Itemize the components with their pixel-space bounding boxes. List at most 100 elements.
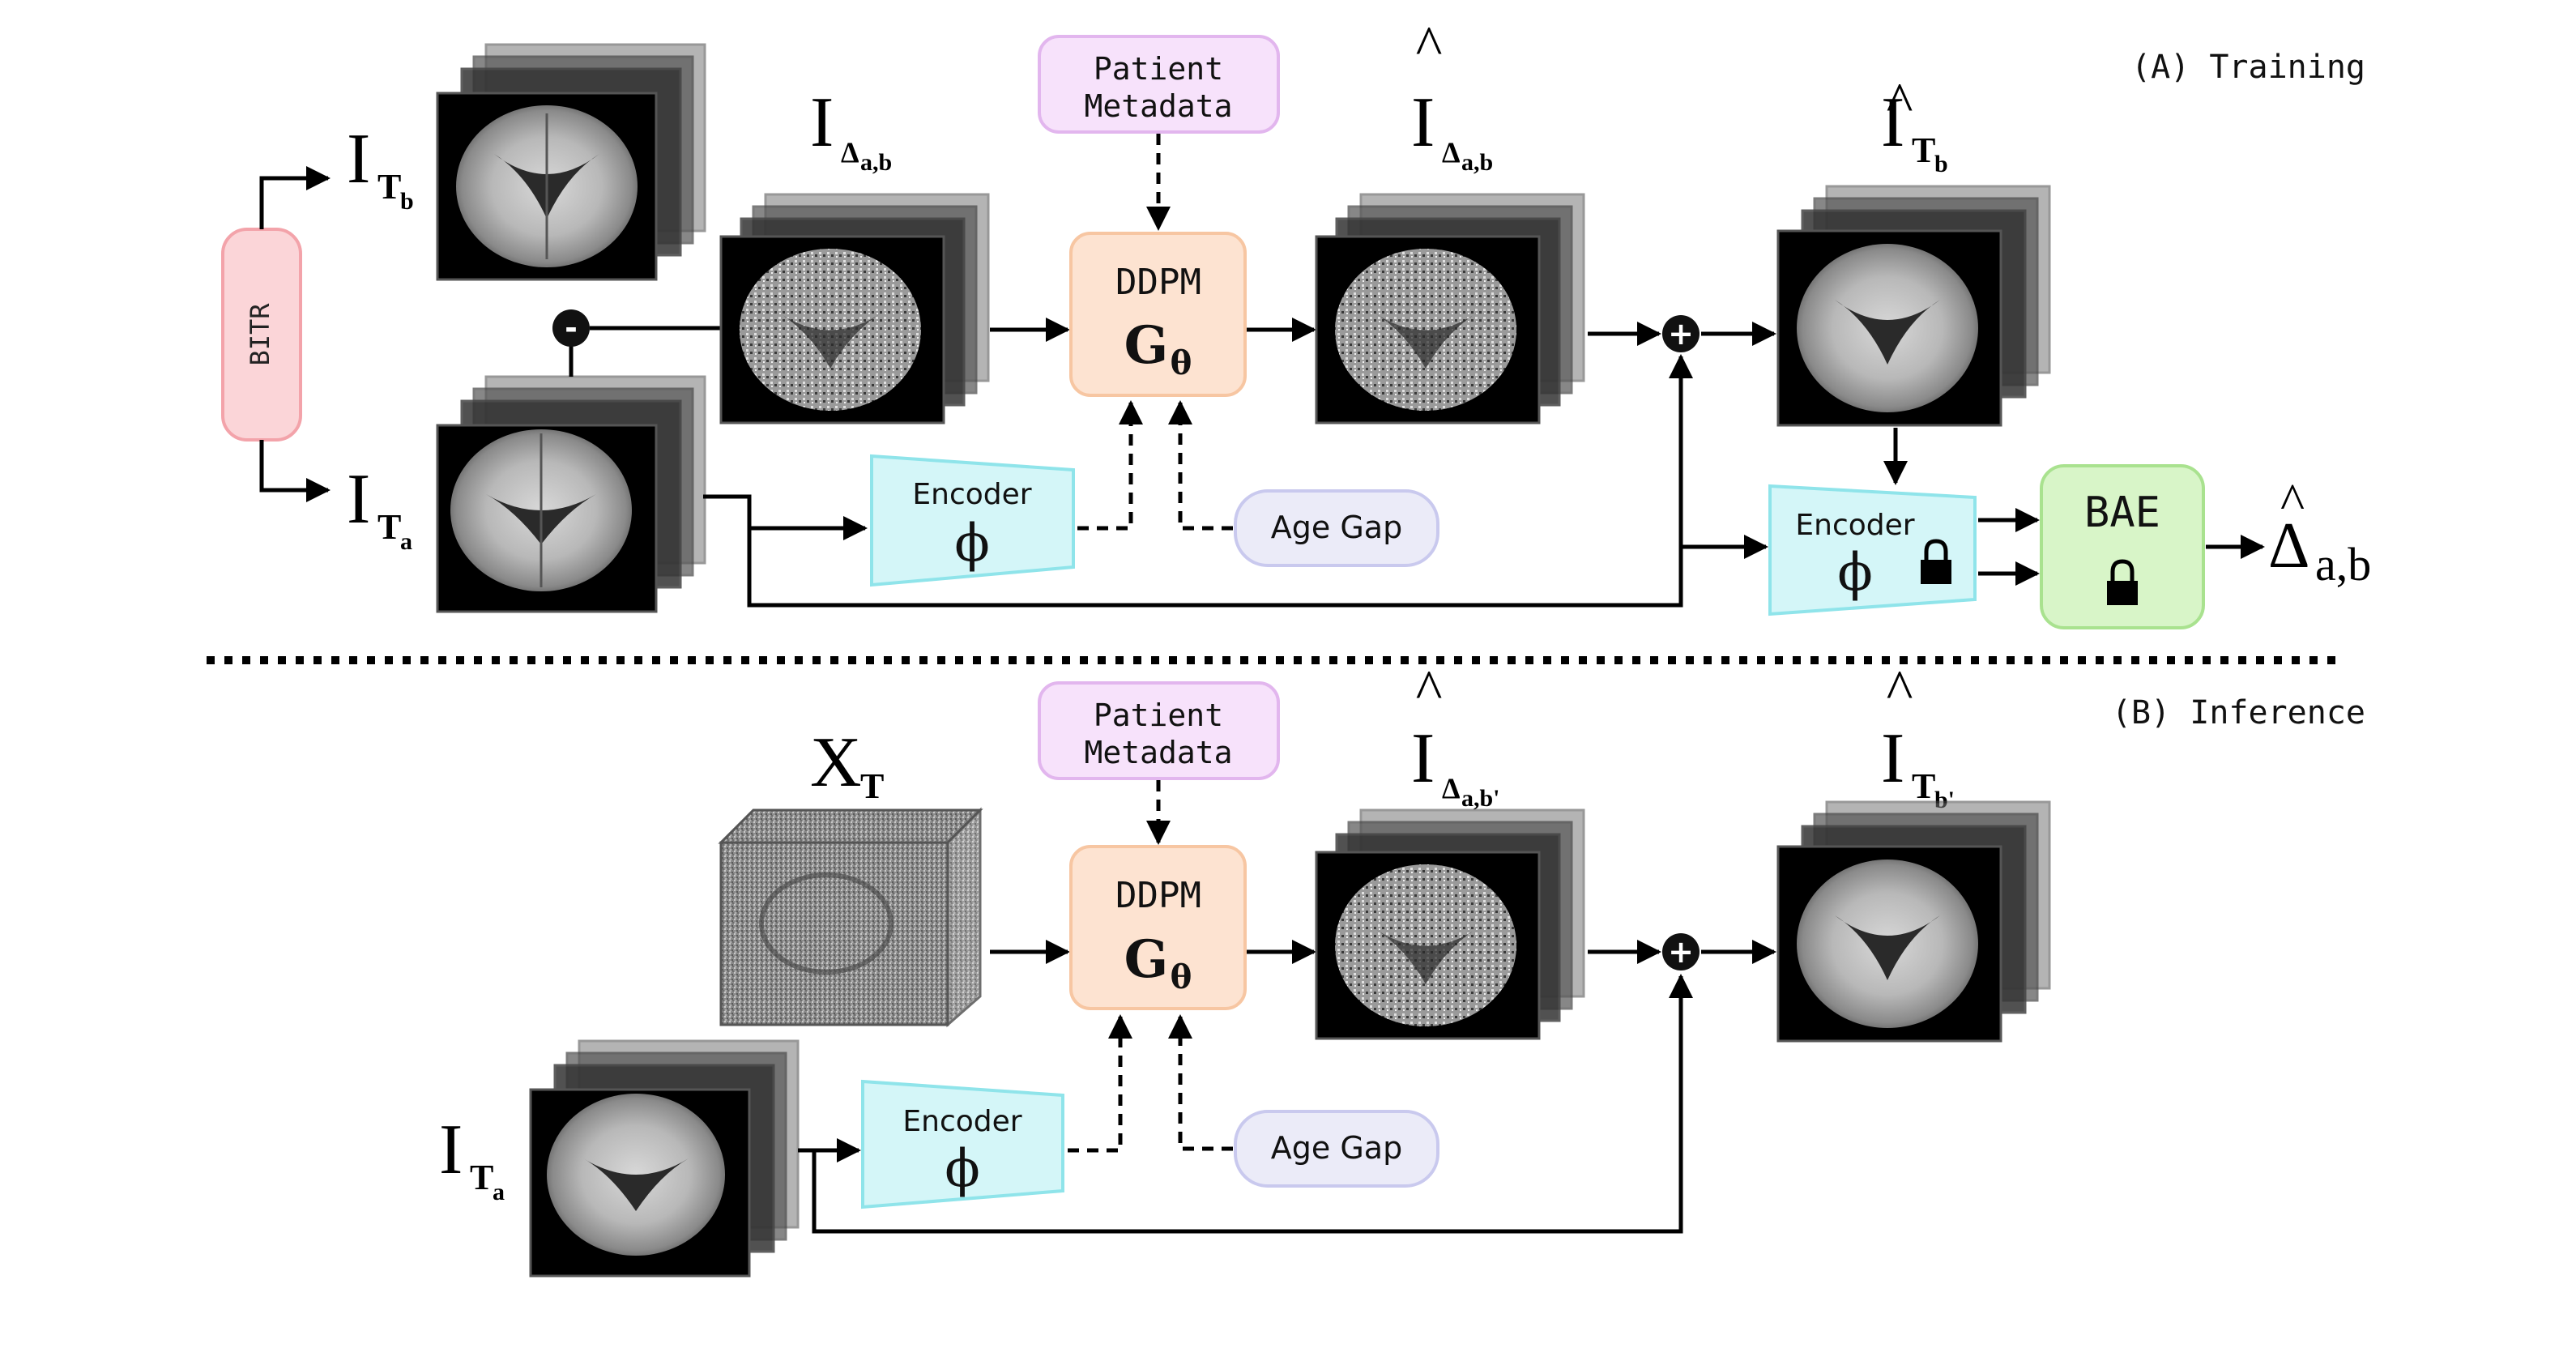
svg-text:G: G	[1124, 929, 1169, 990]
ta-to-plus-line-inference	[812, 974, 1693, 1234]
svg-text:Age Gap: Age Gap	[1271, 510, 1402, 545]
svg-text:I: I	[347, 120, 370, 198]
svg-text:a: a	[400, 528, 412, 555]
age-gap-box: Age Gap	[1234, 489, 1439, 567]
svg-text:I: I	[347, 460, 370, 539]
svg-text:+: +	[1668, 934, 1694, 970]
svg-text:I: I	[1881, 719, 1904, 798]
label-i-ta-inference: I T a	[439, 1111, 505, 1205]
svg-text:T: T	[470, 1158, 493, 1197]
age-gap-box-inference: Age Gap	[1234, 1110, 1439, 1188]
svg-text:a,b: a,b	[1461, 149, 1493, 176]
svg-text:ϕ: ϕ	[945, 1139, 980, 1199]
lock-icon	[1921, 539, 1951, 584]
volume-noise	[718, 807, 983, 1028]
brain-image	[450, 429, 632, 591]
frozen-encoder-box: Encoder ϕ	[1768, 484, 1977, 616]
svg-text:DDPM: DDPM	[1115, 262, 1201, 303]
svg-text:I: I	[1411, 719, 1435, 798]
svg-text:Patient: Patient	[1094, 51, 1223, 87]
inference-label: (B) Inference	[2112, 694, 2365, 732]
label-predicted-age-gap: ^ Δ a,b	[2268, 472, 2371, 591]
bitr-label: BITR	[245, 303, 275, 366]
svg-text:^: ^	[1416, 15, 1443, 78]
agegap-to-ddpm-arrow-inference	[1168, 1014, 1233, 1151]
svg-text:a: a	[493, 1179, 505, 1205]
encoder-to-ddpm-arrow	[1077, 400, 1143, 531]
label-i-hat-tb-prime: ^ I T b'	[1881, 659, 1955, 813]
svg-text:^: ^	[1887, 659, 1913, 722]
volume-predicted-delta	[1315, 193, 1585, 424]
svg-text:^: ^	[1416, 659, 1443, 722]
add-operator-inference: +	[1662, 933, 1700, 970]
svg-text:a,b': a,b'	[1461, 785, 1500, 812]
delta-image	[1335, 249, 1516, 411]
volume-i-delta	[719, 193, 990, 424]
svg-text:Δ: Δ	[1442, 772, 1461, 804]
delta-image	[1335, 864, 1516, 1026]
svg-text:I: I	[439, 1111, 463, 1189]
svg-text:T: T	[377, 167, 401, 207]
encoder-box-inference: Encoder ϕ	[861, 1079, 1064, 1209]
svg-text:Δ: Δ	[2268, 510, 2309, 582]
label-i-hat-delta: ^ I Δ a,b	[1411, 15, 1493, 176]
add-operator: +	[1662, 315, 1700, 352]
svg-text:I: I	[1881, 83, 1904, 162]
svg-text:a,b: a,b	[2315, 538, 2371, 591]
ddpm-box: DDPM G θ	[1069, 232, 1247, 397]
svg-text:Encoder: Encoder	[912, 478, 1031, 511]
brain-image	[456, 105, 638, 267]
training-label: (A) Training	[2131, 49, 2365, 86]
svg-text:Age Gap: Age Gap	[1271, 1130, 1402, 1166]
svg-text:G: G	[1124, 315, 1169, 376]
volume-predicted-tb-prime	[1776, 800, 2051, 1043]
bitr-box: BITR	[221, 228, 302, 442]
svg-text:Δ: Δ	[841, 136, 859, 168]
bae-box: BAE	[2040, 464, 2205, 629]
svg-text:Metadata: Metadata	[1084, 735, 1232, 770]
label-i-tb: I T b	[347, 120, 414, 215]
svg-text:X: X	[810, 723, 862, 802]
label-i-hat-tb: ^ ^ I T b	[1881, 72, 1948, 177]
brain-image	[547, 1094, 725, 1256]
encoder-to-ddpm-arrow-inference	[1068, 1014, 1132, 1153]
svg-text:-: -	[565, 310, 578, 346]
volume-i-ta-inference	[529, 1039, 800, 1278]
svg-text:θ: θ	[1171, 958, 1192, 996]
svg-text:a,b: a,b	[860, 149, 892, 176]
svg-text:ϕ: ϕ	[954, 514, 990, 574]
svg-text:Δ: Δ	[1442, 136, 1461, 168]
volume-predicted-delta-inference	[1315, 808, 1585, 1040]
bitr-to-itb-arrow	[259, 166, 331, 229]
brain-image	[1797, 244, 1978, 412]
svg-text:Encoder: Encoder	[1795, 509, 1914, 542]
svg-text:I: I	[1411, 83, 1435, 162]
svg-text:+: +	[1668, 316, 1694, 352]
delta-image	[740, 249, 921, 411]
ddpm-box-inference: DDPM G θ	[1069, 845, 1247, 1010]
label-i-hat-delta-inference: ^ I Δ a,b'	[1411, 659, 1500, 812]
volume-predicted-tb	[1776, 185, 2051, 427]
label-x-t: X T	[810, 723, 884, 806]
volume-i-tb	[436, 43, 706, 281]
brain-image	[1797, 860, 1978, 1028]
patient-metadata-box: Patient Metadata	[1038, 35, 1280, 134]
patient-metadata-box-inference: Patient Metadata	[1038, 681, 1280, 780]
svg-text:T: T	[860, 766, 884, 806]
svg-text:Metadata: Metadata	[1084, 88, 1232, 124]
svg-text:^: ^	[1887, 72, 1913, 134]
svg-text:T: T	[1912, 130, 1935, 170]
svg-text:T: T	[377, 507, 401, 547]
volume-i-ta	[436, 375, 706, 613]
subtract-operator: -	[552, 309, 590, 347]
svg-text:DDPM: DDPM	[1115, 875, 1201, 916]
ta-to-plus-line	[747, 354, 1693, 608]
svg-text:Patient: Patient	[1094, 697, 1223, 733]
bitr-to-ita-arrow	[259, 440, 331, 502]
svg-text:BAE: BAE	[2084, 488, 2160, 537]
svg-text:I: I	[810, 83, 834, 162]
svg-text:Encoder: Encoder	[902, 1105, 1021, 1138]
label-i-ta: I T a	[347, 460, 412, 555]
encoder-box: Encoder ϕ	[870, 454, 1075, 587]
